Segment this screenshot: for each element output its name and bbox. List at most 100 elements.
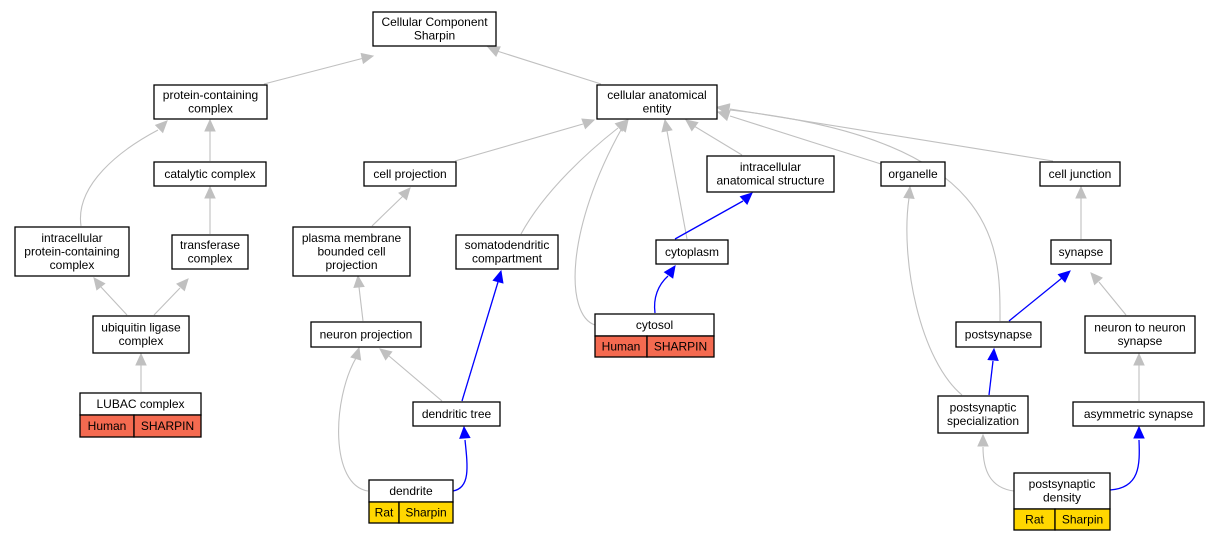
arrowhead-cytoplasm-to-ias [739,192,753,205]
node-label-line: ubiquitin ligase [101,321,181,335]
edge-cell_junction-to-cae [729,108,1054,162]
gene-label: SHARPIN [654,340,707,354]
node-box [14,226,130,277]
node-box [363,161,457,187]
node-box [655,239,729,265]
node-cell-junction: cell junction [1039,161,1121,187]
arrowhead-pmbcp-to-cell_projection [398,187,411,201]
edge-ps_spec-to-organelle [906,197,963,396]
node-label-line: protein-containing [163,88,258,102]
edge-cytosol-to-cae [574,127,623,326]
edge-neuron_proj-to-pmbcp [358,286,364,322]
node-label-line: catalytic complex [164,167,255,181]
species-label: Human [88,419,127,433]
node-box [372,11,497,47]
edge-dendrite-to-neuron_proj [338,357,369,492]
edge-dendritic_tree-to-somato [461,281,499,402]
gene-cell [646,335,715,358]
arrowhead-ps_spec-to-postsynapse [987,347,999,361]
arrowhead-ias-to-cae [685,119,699,132]
node-label-line: intracellular [41,231,102,245]
gene-cell [133,414,202,438]
edge-somato-to-cae [520,127,619,235]
edge-ps_spec-to-postsynapse [988,360,994,396]
arrowhead-ubiquitin-to-ipcc [93,277,106,291]
node-box [880,161,946,187]
node-label-line: postsynaptic [1029,477,1096,491]
edge-postsynapse-to-synapse [1008,277,1063,322]
edge-postsynapse-to-cae [729,109,1001,322]
node-label-line: postsynaptic [950,401,1017,415]
node-label-line: plasma membrane [302,231,402,245]
nodes-layer: Cellular ComponentSharpinprotein-contain… [14,11,1205,531]
node-box [706,155,835,193]
edge-ubiquitin-to-ipcc [100,286,128,316]
arrowhead-protein_complex-to-root [360,52,375,65]
node-label-line: protein-containing [24,244,119,258]
edge-psd-to-asym [1109,439,1140,491]
node-organelle: organelle [880,161,946,187]
edge-protein_complex-to-root [263,57,365,85]
edge-dendrite-to-dendritic_tree [452,439,468,492]
node-label-line: complex [188,102,233,116]
arrowhead-ntn-to-synapse [1090,272,1103,286]
node-label-line: LUBAC complex [96,397,184,411]
node-cell-projection: cell projection [363,161,457,187]
node-label-line: density [1043,491,1081,505]
species-label: Human [602,340,641,354]
node-label-line: neuron to neuron [1094,321,1185,335]
edge-ntn-to-synapse [1098,281,1127,316]
arrowhead-cytosol-to-cae [616,119,629,133]
arrowhead-psd-to-asym [1133,425,1145,439]
node-box [955,321,1042,348]
node-label-line: specialization [947,414,1019,428]
arrowhead-ps_spec-to-organelle [903,185,915,199]
node-label-line: Sharpin [414,29,455,43]
node-box [937,395,1029,434]
node-box [455,234,559,270]
gene-label: Sharpin [1062,513,1103,527]
node-label-line: complex [50,258,95,272]
node-label-line: cytoplasm [665,245,719,259]
node-neuron-proj: neuron projection [310,321,422,348]
node-postsynapse: postsynapse [955,321,1042,348]
node-label-line: cytosol [636,318,673,332]
node-label-line: synapse [1118,334,1163,348]
node-box [1084,315,1196,354]
edge-dendritic_tree-to-neuron_proj [388,355,443,402]
arrowhead-lubac-to-ubiquitin [135,352,147,366]
node-box [310,321,422,348]
arrowhead-neuron_proj-to-pmbcp [353,274,365,288]
arrowhead-cytoplasm-to-cae [661,118,673,133]
edge-cell_projection-to-cae [454,123,584,162]
edge-ias-to-cae [693,125,743,156]
arrowhead-ubiquitin-to-transferase [176,278,189,292]
node-catalytic: catalytic complex [153,161,267,187]
node-label-line: somatodendritic [465,238,550,252]
arrowhead-cell_junction-to-cae [716,103,731,115]
arrowhead-cae-to-root [486,46,501,57]
node-label-line: dendrite [389,484,433,498]
edge-pmbcp-to-cell_projection [371,195,404,227]
node-box [92,315,190,354]
node-box [412,401,501,427]
edge-ubiquitin-to-transferase [153,287,181,316]
node-synapse: synapse [1050,239,1112,265]
gene-label: SHARPIN [141,419,194,433]
node-label-line: dendritic tree [422,407,492,421]
species-label: Rat [1025,513,1044,527]
node-box [1039,161,1121,187]
arrowhead-dendritic_tree-to-neuron_proj [379,348,393,361]
edge-cae-to-root [496,50,602,85]
arrowhead-dendrite-to-dendritic_tree [459,425,471,439]
edges-layer [79,46,1145,492]
